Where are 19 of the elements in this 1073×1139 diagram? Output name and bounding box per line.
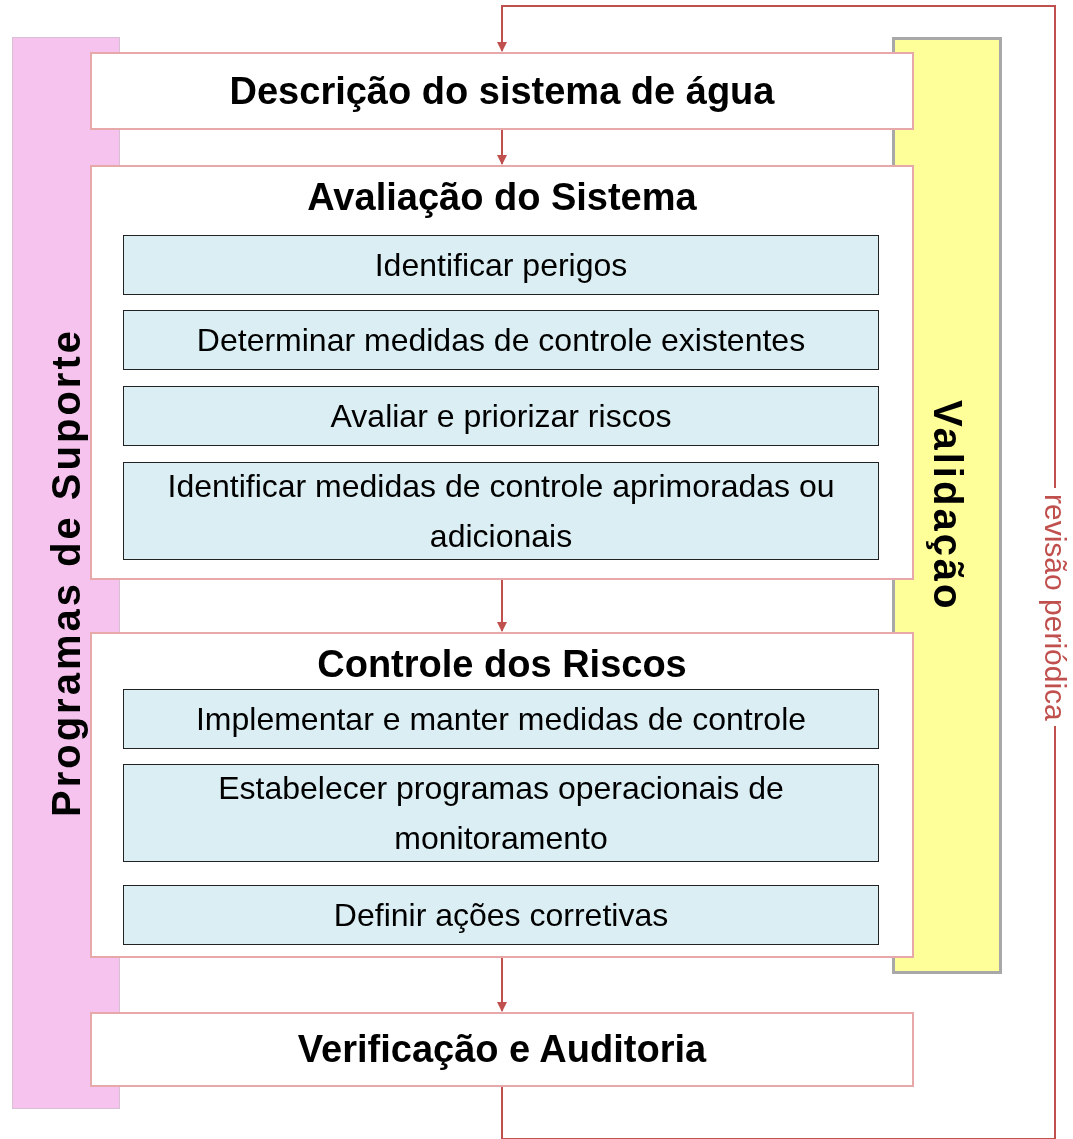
step-box: Avaliar e priorizar riscos [123,386,879,446]
process-box: Verificação e Auditoria [90,1012,914,1087]
step-box: Identificar perigos [123,235,879,295]
step-box: Identificar medidas de controle aprimoradas ou adicionais [123,462,879,560]
arrow [497,129,507,165]
process-box: Descrição do sistema de água [90,52,914,130]
stage-panel [90,165,914,580]
arrow [497,5,1056,1139]
step-box: Implementar e manter medidas de controle [123,689,879,749]
panel-title: Avaliação do Sistema [306,175,698,219]
band-label: Programas de Suporte [43,328,89,818]
arrow [497,579,507,632]
step-box: Determinar medidas de controle existentes [123,310,879,370]
step-box: Estabelecer programas operacionais de monitoramento [123,764,879,862]
panel-title: Controle dos Riscos [316,642,688,686]
band-label: Validação [924,399,970,612]
step-box: Definir ações corretivas [123,885,879,945]
stage-panel [90,632,914,958]
arrow [497,957,507,1012]
